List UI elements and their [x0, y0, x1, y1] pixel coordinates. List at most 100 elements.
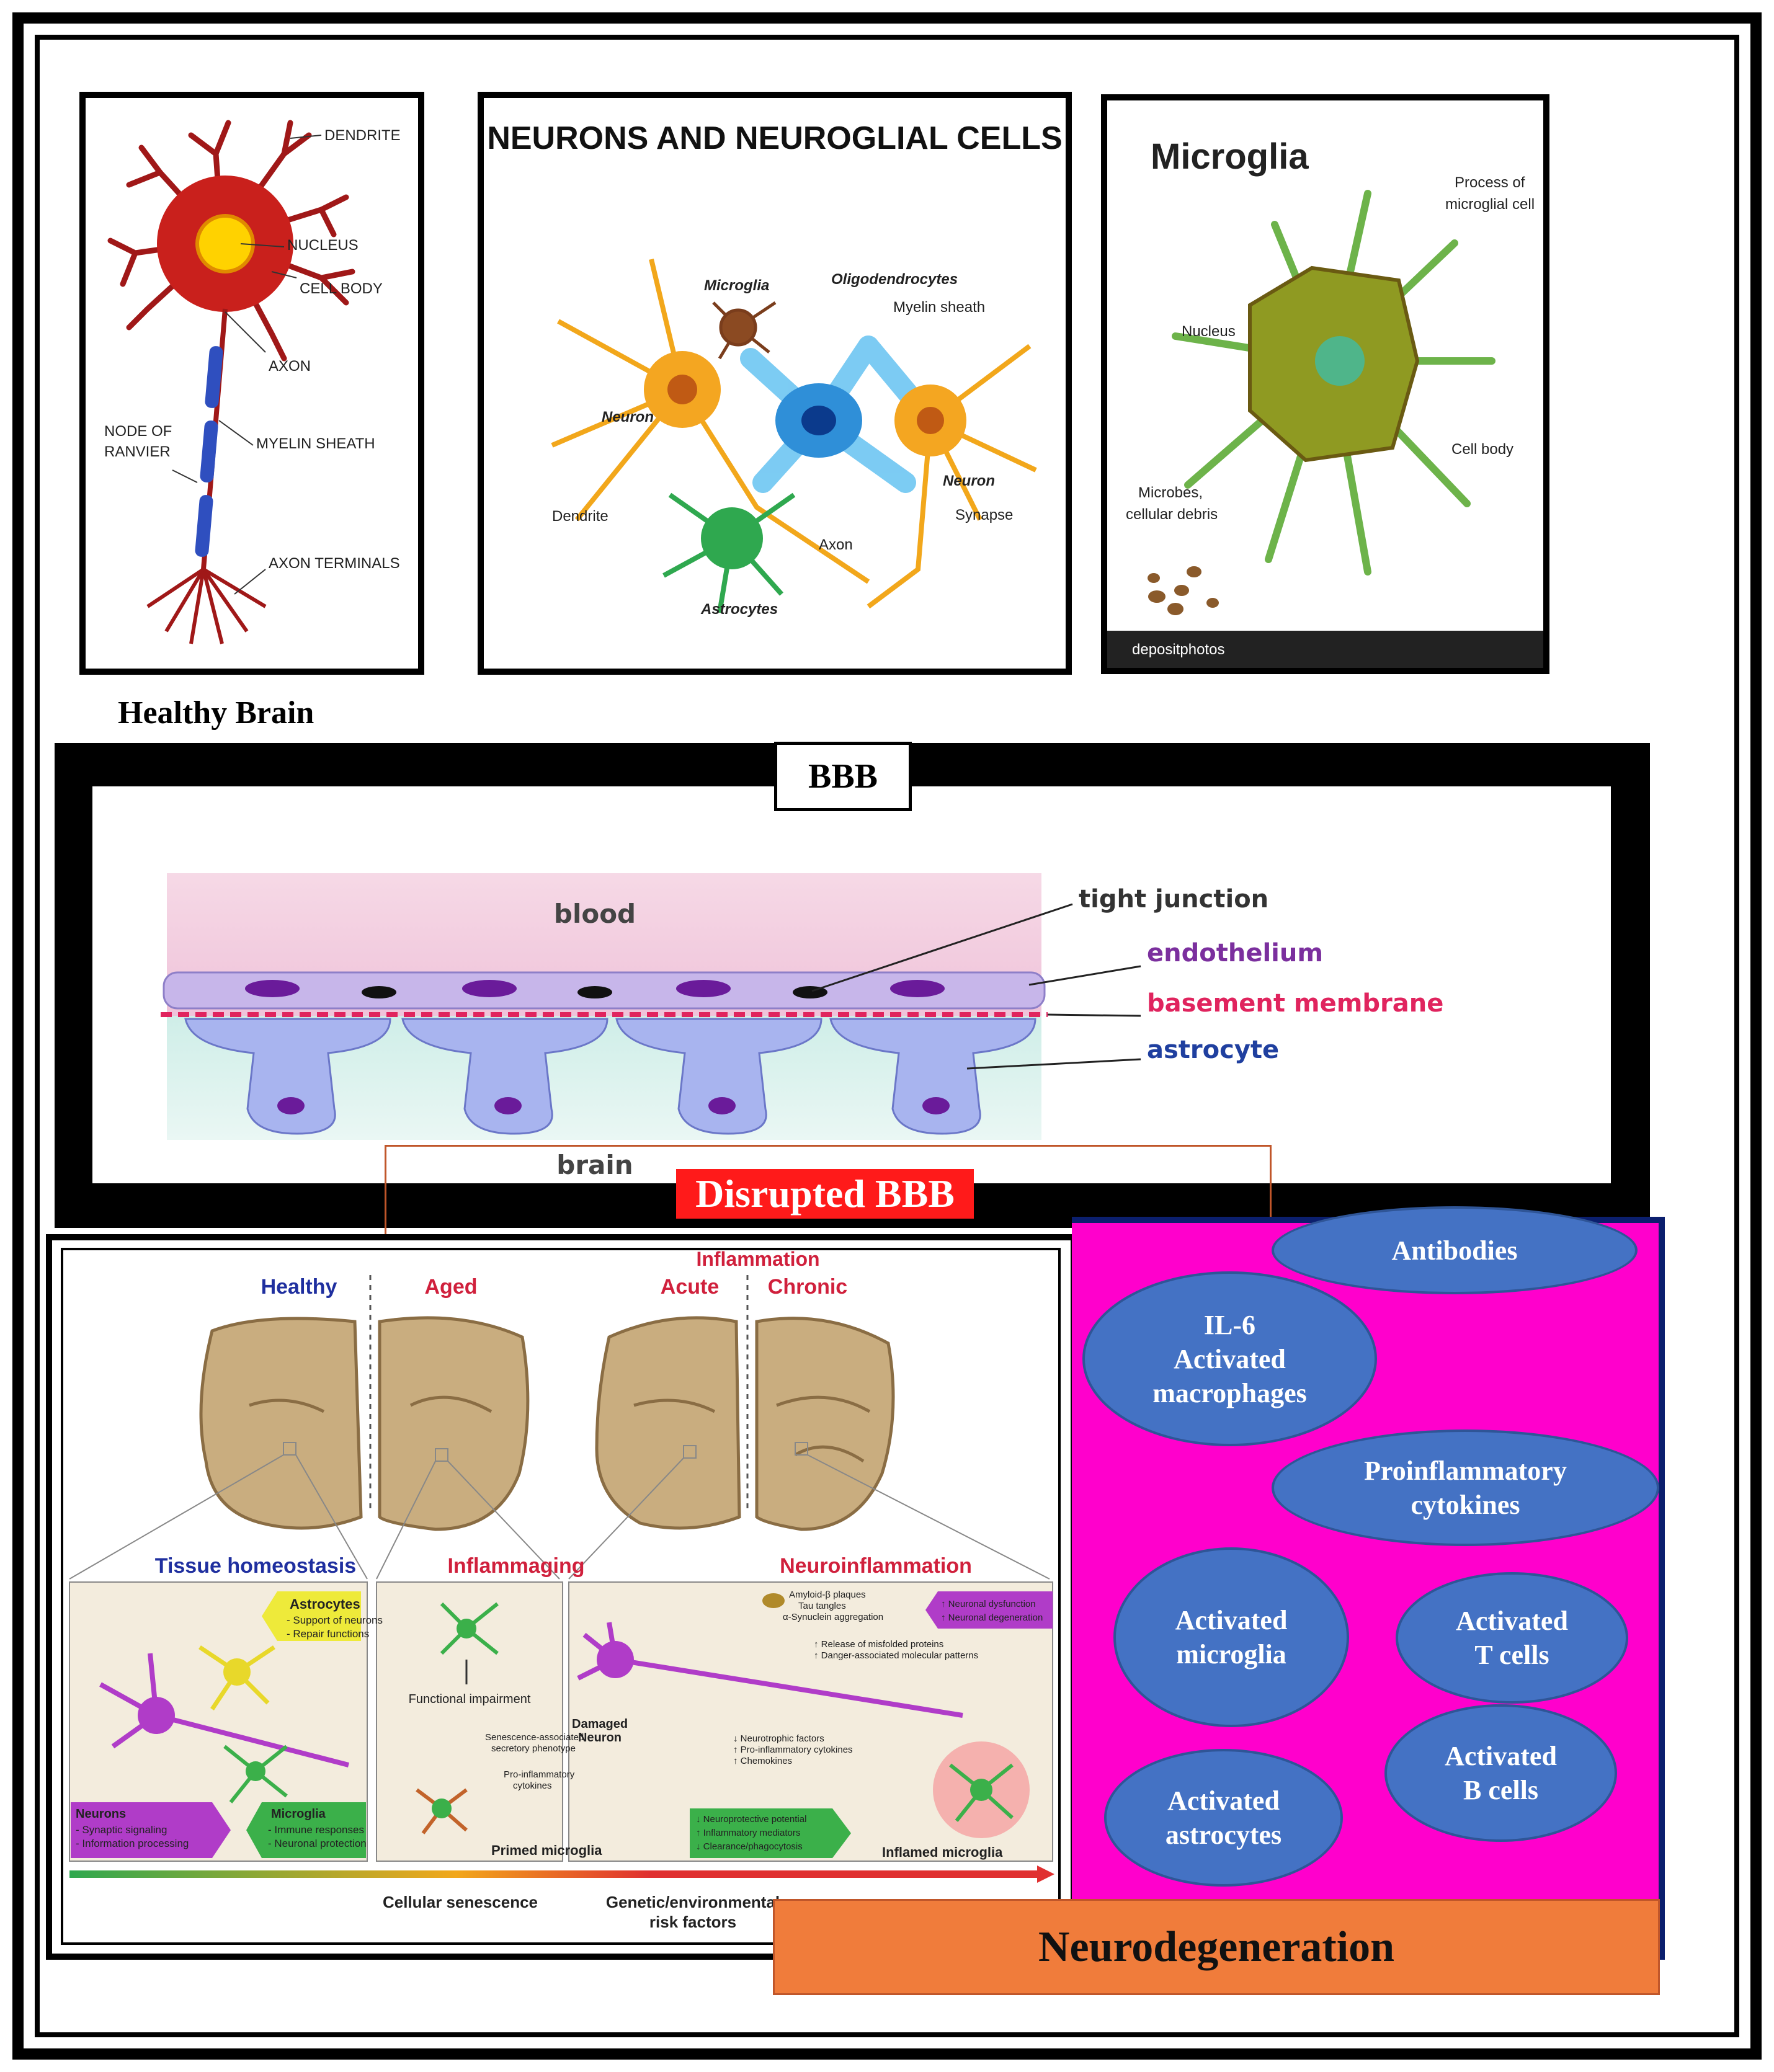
microglia-illustration: Microglia Process of microglial cell Nuc…	[1107, 136, 1543, 668]
axon-terminals	[146, 567, 267, 644]
bbb-illustration: blood brain tight junction endotheliu	[161, 873, 1443, 1180]
label-neuron-left: Neuron	[602, 409, 654, 425]
green-2: ↑ Inflammatory mediators	[696, 1828, 800, 1838]
astrocyte-healthy-body	[223, 1658, 251, 1686]
neurons-callout	[71, 1802, 231, 1858]
neuron-left-nucleus	[667, 375, 697, 404]
neuro-2: ↑ Pro-inflammatory cytokines	[733, 1745, 853, 1755]
header-inflammation: Inflammation	[696, 1250, 819, 1270]
healthy-brain-caption: Healthy Brain	[118, 695, 314, 731]
label-nucleus: Nucleus	[1182, 323, 1236, 340]
damaged-2: Neuron	[578, 1731, 622, 1745]
outer-frame	[12, 12, 1762, 2060]
amyloid-1: Amyloid-β plaques	[789, 1590, 866, 1600]
label-astrocytes: Astrocytes	[700, 601, 778, 618]
label-nucleus: NUCLEUS	[287, 237, 359, 254]
activated-b-cells-oval: Activated B cells	[1384, 1704, 1617, 1842]
label-axon: Axon	[819, 536, 853, 553]
neuron-right-nucleus	[917, 407, 944, 434]
brain-panel: Healthy Aged Inflammation Acute Chronic …	[61, 1248, 1061, 1945]
amyloid-3: α-Synuclein aggregation	[783, 1612, 883, 1622]
bbb-title: BBB	[774, 742, 912, 811]
microglia-title: Microglia	[1151, 136, 1309, 177]
plaque	[762, 1593, 785, 1608]
activated-microglia-oval: Activated microglia	[1113, 1547, 1349, 1727]
inner-frame	[35, 35, 1739, 2037]
label-astrocyte: astrocyte	[1147, 1036, 1279, 1064]
header-healthy: Healthy	[261, 1275, 337, 1299]
inflamed-microglia-body	[970, 1779, 992, 1801]
zoom-lines	[69, 1442, 1050, 1580]
brain-folds	[249, 1395, 871, 1463]
neuro-3: ↑ Chemokines	[733, 1756, 792, 1766]
sasp-2: secretory phenotype	[491, 1743, 576, 1754]
brain-inflammation-illustration: Healthy Aged Inflammation Acute Chronic …	[69, 1250, 1054, 1931]
oligodendrocyte-nucleus	[801, 406, 836, 435]
neuroglia-panel: NEURONS AND NEUROGLIAL CELLS Microglia	[478, 92, 1072, 675]
amyloid-2: Tau tangles	[798, 1601, 846, 1611]
header-aged: Aged	[425, 1275, 478, 1299]
microglia-callout	[246, 1802, 366, 1858]
neuron-illustration: DENDRITE NUCLEUS CELL BODY AXON NODE OF …	[104, 120, 401, 644]
label-process-2: microglial cell	[1445, 196, 1535, 213]
label-ranvier: RANVIER	[104, 443, 171, 460]
functional-impairment: Functional impairment	[409, 1692, 531, 1706]
microglia-aged-body	[457, 1619, 476, 1638]
proinflammatory-cytokines-oval: Proinflammatory cytokines	[1272, 1430, 1659, 1546]
sasp-1: Senescence-associated	[485, 1732, 584, 1743]
brain-label: brain	[556, 1150, 633, 1180]
microglia-1: - Immune responses	[268, 1824, 364, 1836]
myelin-sheath	[195, 346, 223, 557]
neuro-1: ↓ Neurotrophic factors	[733, 1733, 824, 1744]
label-endothelium: endothelium	[1147, 939, 1323, 967]
neuron-panel: DENDRITE NUCLEUS CELL BODY AXON NODE OF …	[79, 92, 424, 675]
astrocytes-callout	[262, 1591, 361, 1641]
green-3: ↓ Clearance/phagocytosis	[696, 1841, 803, 1852]
label-synapse: Synapse	[955, 507, 1013, 523]
leader-lines	[172, 135, 322, 595]
bbb-leader-lines	[811, 903, 1141, 1070]
header-chronic: Chronic	[768, 1275, 847, 1299]
brain-sections	[199, 1316, 895, 1531]
activated-astrocytes-oval: Activated astrocytes	[1104, 1749, 1343, 1887]
label-tight-junction: tight junction	[1079, 885, 1268, 914]
neurodegeneration-box: Neurodegeneration	[773, 1899, 1660, 1995]
microbes	[1148, 566, 1219, 615]
microglia-panel: Microglia Process of microglial cell Nuc…	[1101, 94, 1549, 674]
header-acute: Acute	[661, 1275, 719, 1299]
label-basement-membrane: basement membrane	[1147, 989, 1443, 1018]
antibodies-oval: Antibodies	[1272, 1206, 1638, 1294]
dysf-2: ↑ Neuronal degeneration	[941, 1612, 1043, 1623]
neurons-title: Neurons	[76, 1807, 126, 1821]
proinf-1: Pro-inflammatory	[504, 1769, 575, 1780]
label-neuron-right: Neuron	[943, 473, 995, 489]
section-neuroinflammation: Neuroinflammation	[780, 1554, 972, 1578]
label-myelin-sheath: Myelin sheath	[893, 299, 985, 316]
blood-label: blood	[554, 899, 636, 929]
endothelial-nuclei	[245, 980, 945, 997]
bbb-panel: blood brain tight junction endotheliu	[89, 783, 1615, 1187]
progression-arrowhead	[1037, 1865, 1054, 1883]
label-cell-body: CELL BODY	[300, 280, 383, 297]
astrocyte-endfeet	[184, 1018, 1036, 1135]
cellular-senescence: Cellular senescence	[383, 1893, 538, 1911]
nucleus	[195, 214, 255, 273]
dysfunction-callout	[925, 1591, 1053, 1629]
proinf-2: cytokines	[513, 1781, 552, 1791]
label-terminals: AXON TERMINALS	[269, 555, 400, 572]
label-dendrite: Dendrite	[552, 508, 608, 525]
astrocyte-nuclei	[277, 1097, 950, 1114]
release-2: ↑ Danger-associated molecular patterns	[814, 1650, 978, 1661]
microglia-nucleus	[1315, 336, 1365, 386]
label-cell-body: Cell body	[1451, 441, 1513, 458]
section-homeostasis: Tissue homeostasis	[155, 1554, 356, 1578]
astro-title: Astrocytes	[290, 1596, 360, 1612]
label-debris: cellular debris	[1126, 506, 1218, 523]
watermark: depositphotos	[1132, 641, 1224, 658]
label-myelin: MYELIN SHEATH	[256, 435, 375, 452]
microglia-2: - Neuronal protection	[268, 1838, 367, 1849]
progression-arrow	[69, 1870, 1037, 1878]
genetic-1: Genetic/environmental	[606, 1893, 780, 1911]
astrocyte	[701, 507, 763, 569]
label-axon: AXON	[269, 358, 311, 375]
